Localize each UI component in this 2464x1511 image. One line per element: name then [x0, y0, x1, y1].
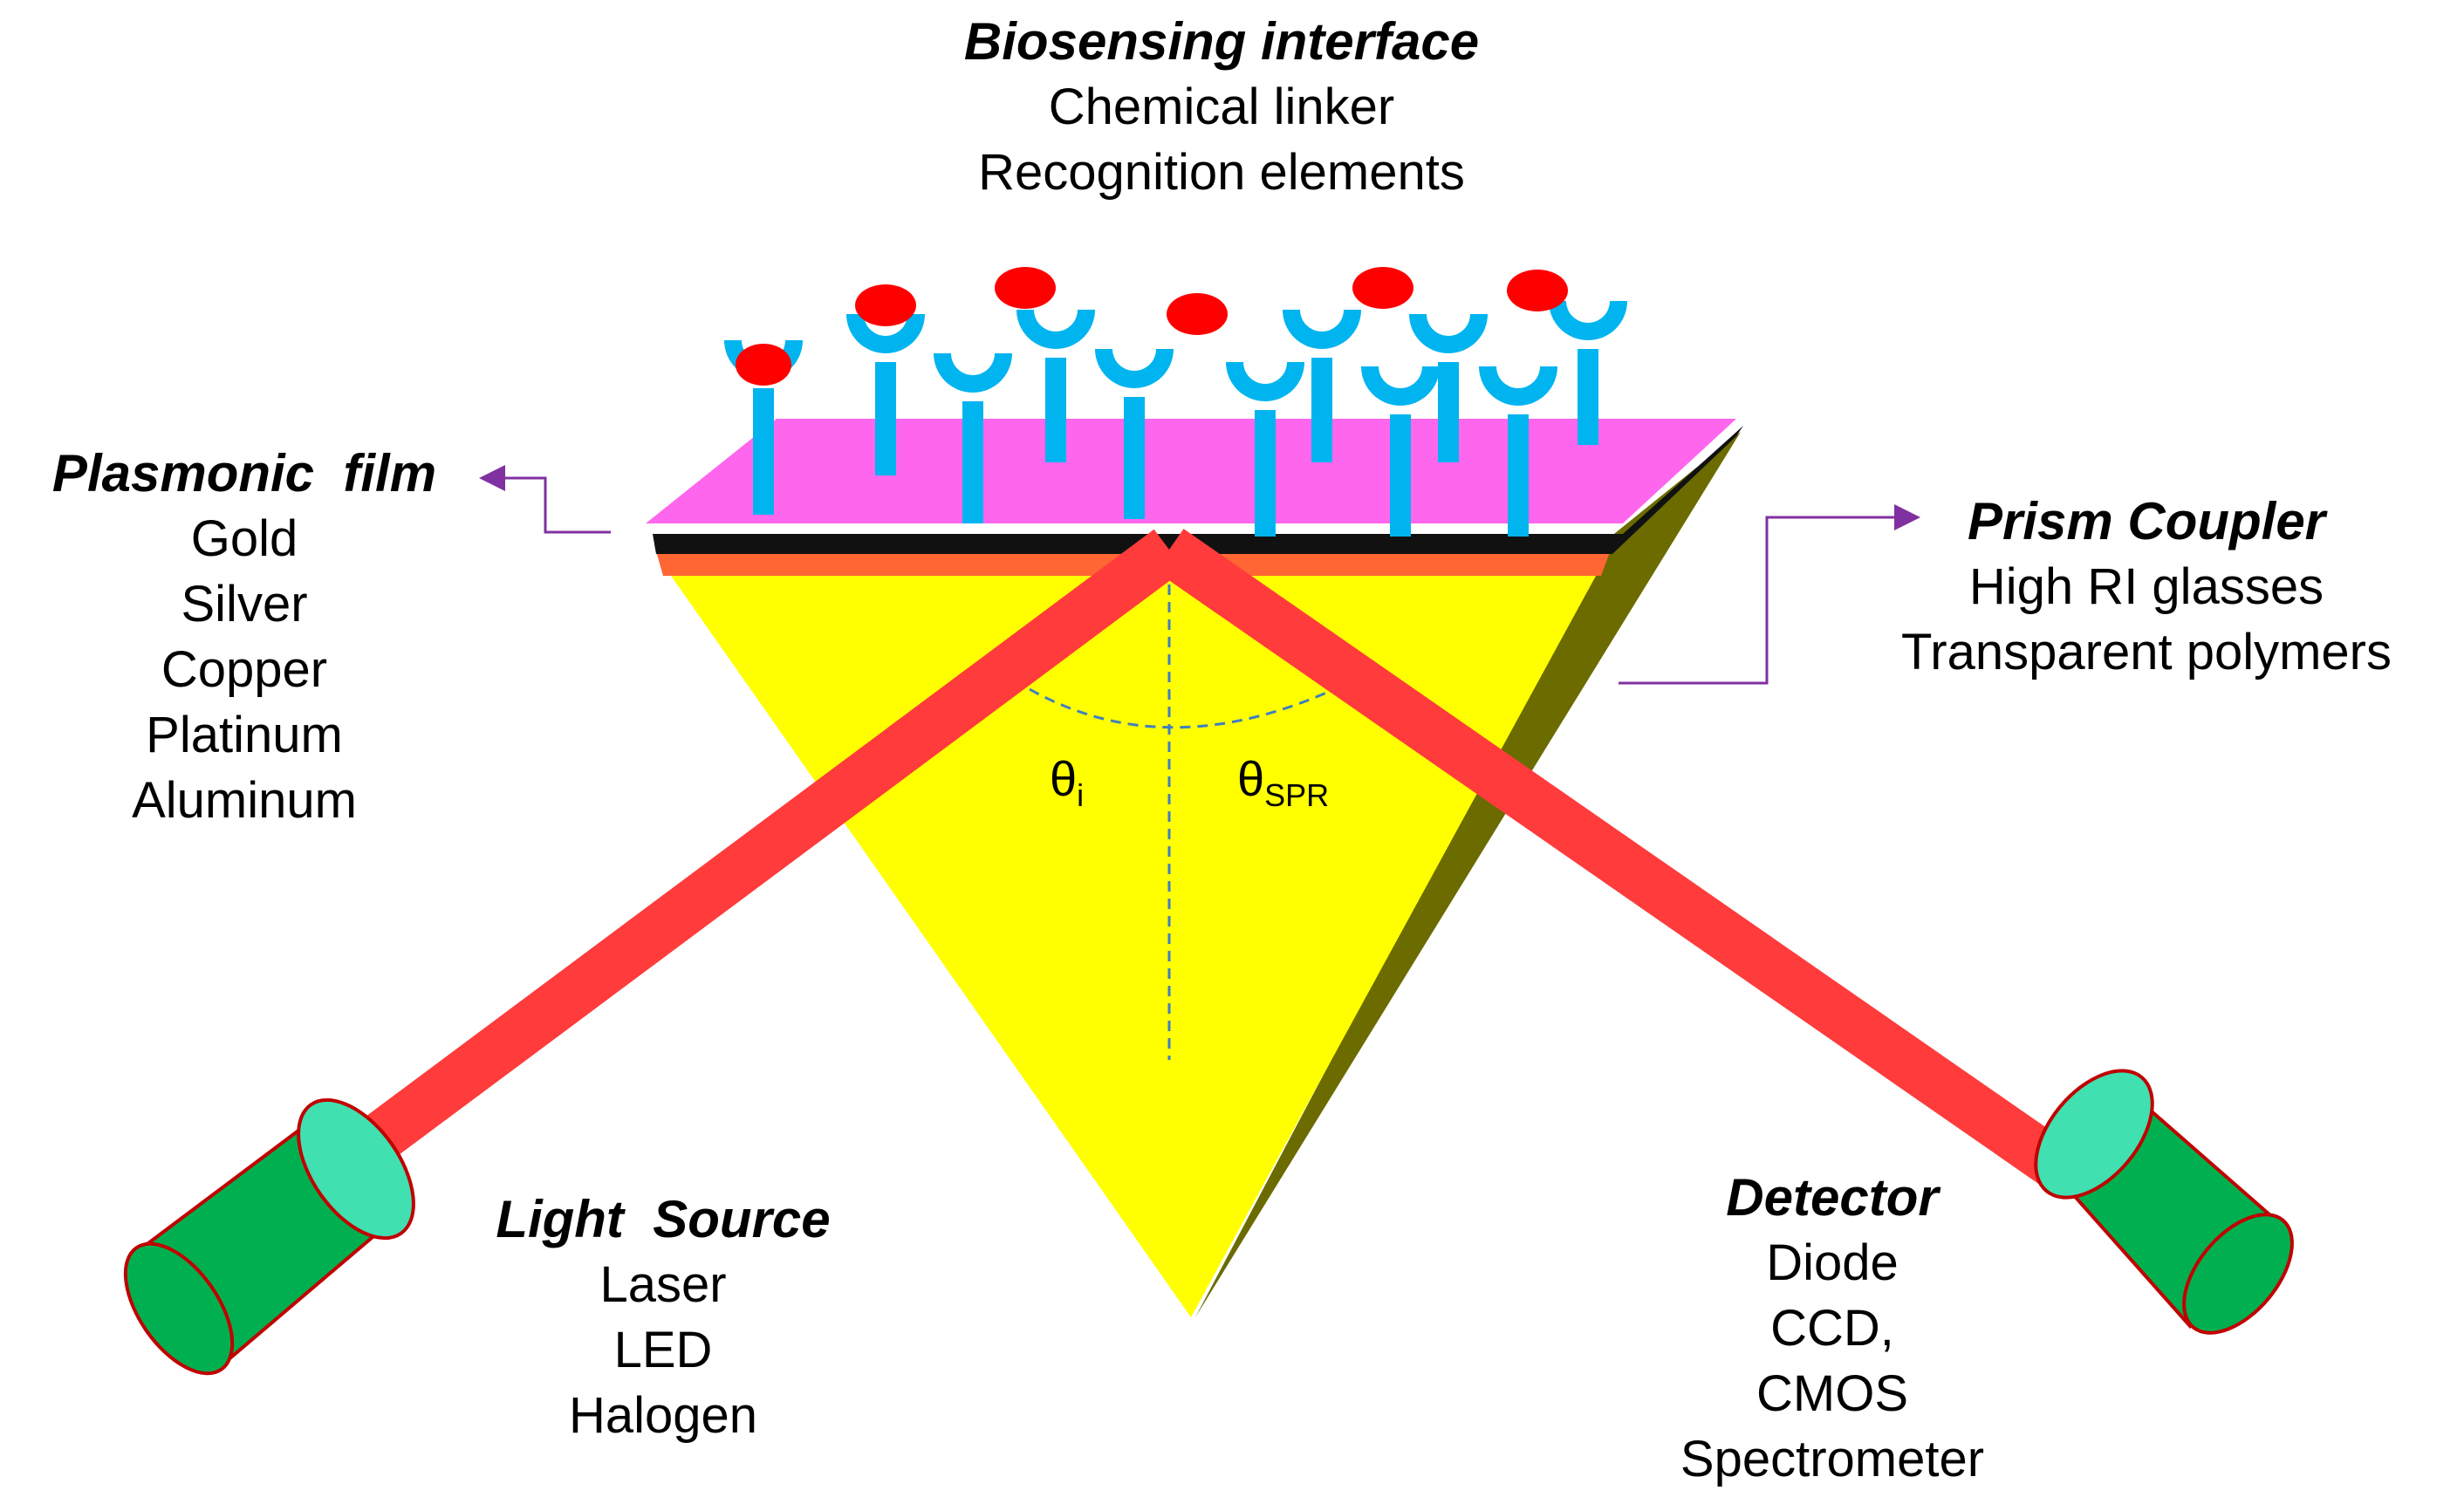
antibody: [1549, 301, 1627, 445]
prism-title: Prism Coupler: [1967, 492, 2326, 550]
biosensing-item: Recognition elements: [978, 144, 1465, 201]
spr-angle-subscript: SPR: [1264, 777, 1330, 814]
plasmonic-item: Aluminum: [132, 772, 357, 829]
detector-title: Detector: [1726, 1168, 1939, 1227]
incident-beam: [298, 529, 1185, 1207]
film-magenta-layer: [646, 419, 1736, 523]
prism-item: Transparent polymers: [1901, 624, 2392, 680]
reflected-beam: [1154, 529, 2083, 1194]
spr-angle-label: θSPR: [1237, 750, 1329, 814]
detector-item: Spectrometer: [1680, 1431, 1985, 1487]
detector-housing: [2034, 1069, 2294, 1335]
antibody: [1095, 349, 1174, 519]
plasmonic-item: Silver: [181, 576, 308, 632]
detector-item: Diode: [1766, 1234, 1899, 1291]
prism-arrow: [1619, 504, 1920, 685]
plasmonic-item: Platinum: [146, 707, 343, 763]
detector-item: CCD,: [1770, 1300, 1894, 1357]
light-source-title: Light Source: [496, 1190, 831, 1248]
detector-item: CMOS: [1756, 1365, 1908, 1422]
biosensing-item: Chemical linker: [1048, 79, 1395, 135]
prism-item: High RI glasses: [1968, 558, 2324, 615]
antibody-group: [724, 301, 1627, 537]
incident-angle-subscript: i: [1077, 777, 1085, 814]
antibody: [1479, 366, 1557, 537]
light-source-housing: [123, 1097, 415, 1376]
antibody: [1283, 310, 1361, 462]
analyte: [995, 267, 1056, 309]
prism-side-face: [1195, 432, 1741, 1317]
plasmonic-item: Gold: [190, 510, 298, 567]
biosensing-label: Biosensing interface Chemical linker Rec…: [873, 9, 1571, 205]
antibody: [934, 353, 1012, 523]
spr-angle-symbol: θ: [1237, 751, 1265, 806]
angle-arc: [1029, 683, 1345, 729]
analyte: [1167, 293, 1228, 335]
light-source-item: Halogen: [568, 1387, 758, 1444]
analyte: [1507, 270, 1568, 311]
antibody: [1016, 310, 1095, 462]
plasmonic-item: Copper: [161, 641, 328, 698]
antibody: [1409, 314, 1488, 462]
analyte: [855, 284, 916, 326]
light-source-item: LED: [613, 1322, 713, 1378]
antibody: [1226, 362, 1304, 537]
plasmonic-title: Plasmonic film: [51, 444, 437, 503]
analyte: [1352, 267, 1413, 309]
detector-label: Detector Diode CCD, CMOS Spectrometer: [1614, 1165, 2050, 1492]
film-black-layer: [653, 426, 1743, 554]
biosensing-title: Biosensing interface: [963, 12, 1480, 71]
incident-angle-label: θi: [1050, 750, 1084, 814]
analyte-group: [736, 267, 1568, 386]
light-source-item: Laser: [599, 1256, 727, 1313]
plasmonic-label: Plasmonic film Gold Silver Copper Platin…: [17, 441, 471, 833]
incident-angle-symbol: θ: [1050, 751, 1078, 806]
prism-label: Prism Coupler High RI glasses Transparen…: [1832, 489, 2461, 685]
analyte: [736, 344, 791, 386]
antibody: [846, 314, 925, 475]
antibody: [1361, 366, 1440, 537]
plasmonic-arrow: [479, 465, 611, 534]
light-source-label: Light Source Laser LED Halogen: [454, 1186, 873, 1448]
